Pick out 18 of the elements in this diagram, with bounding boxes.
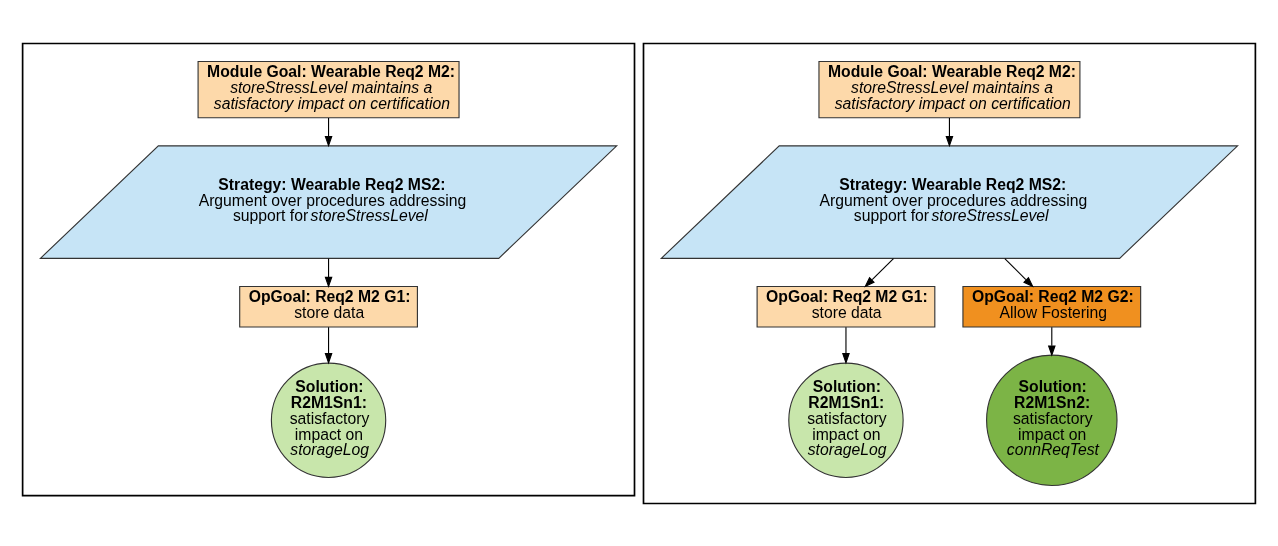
node-circle: Solution: R2M1Sn1: satisfactory impact on storageLog xyxy=(270,362,387,478)
arrow xyxy=(1004,257,1034,288)
node-box: OpGoal: Req2 M2 G1: store data xyxy=(239,285,418,327)
cluster xyxy=(21,42,636,496)
arrow xyxy=(1047,326,1056,357)
node-box: Module Goal: Wearable Req2 M2: storeStressLevel maintains a satisfactory impact on certification xyxy=(197,60,460,118)
arrow xyxy=(945,116,954,147)
arrow xyxy=(842,326,850,364)
arrow xyxy=(324,326,333,364)
node-box: OpGoal: Req2 M2 G1: store data xyxy=(756,285,936,327)
arrow xyxy=(324,116,333,147)
arrow xyxy=(864,257,894,288)
node-circle: Solution: R2M1Sn2: satisfactory impact on connReqTest xyxy=(986,354,1118,486)
cluster xyxy=(642,42,1257,504)
arrow xyxy=(324,257,333,288)
node-box: OpGoal: Req2 M2 G2: Allow Fostering xyxy=(962,285,1142,327)
node-box: Module Goal: Wearable Req2 M2: storeStressLevel maintains a satisfactory impact on certification xyxy=(818,60,1081,118)
node-circle: Solution: R2M1Sn1: satisfactory impact on storageLog xyxy=(788,362,904,478)
